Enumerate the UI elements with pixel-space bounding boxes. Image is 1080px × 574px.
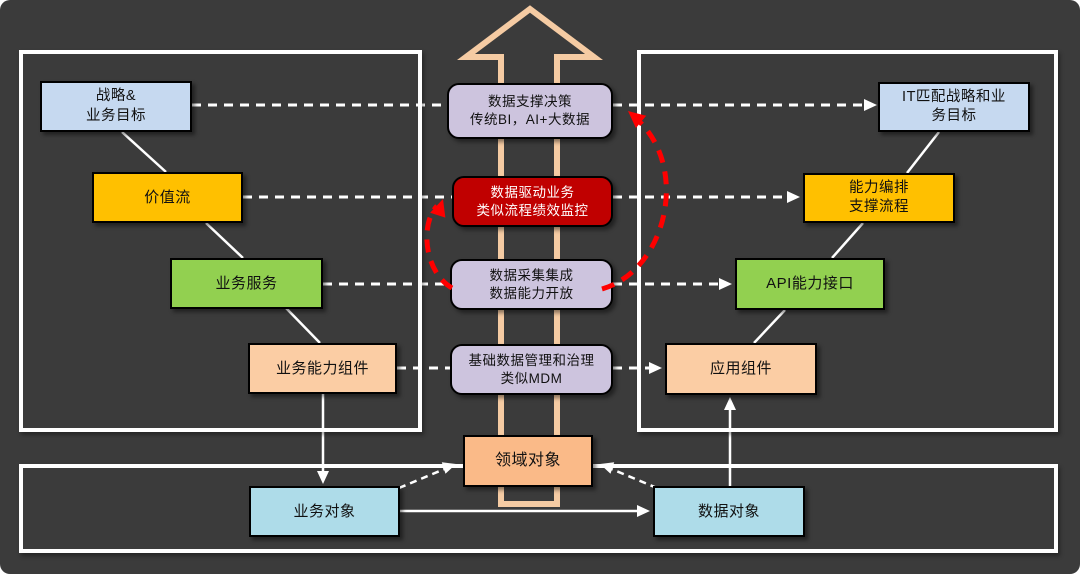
box-label: 业务能力组件 <box>275 359 369 377</box>
box-label: 类似流程绩效监控 <box>476 202 589 218</box>
box-label: 数据支撑决策 <box>488 94 572 110</box>
box-label: 应用组件 <box>709 360 772 378</box>
box-domain-object: 领域对象 <box>463 435 593 487</box>
business-architecture-panel <box>19 50 422 432</box>
box-data-decision: 数据支撑决策 传统BI，AI+大数据 <box>447 83 613 139</box>
box-label: 数据驱动业务 <box>490 184 575 200</box>
box-business-object: 业务对象 <box>249 486 400 537</box>
box-label: 能力编排 <box>849 179 909 196</box>
box-label: API能力接口 <box>766 275 854 293</box>
box-label: 战略& <box>95 88 137 105</box>
box-label: IT匹配战略和业 <box>902 88 1006 105</box>
box-label: 领域对象 <box>494 452 561 470</box>
box-business-capability: 业务能力组件 <box>248 343 397 394</box>
box-app-component: 应用组件 <box>665 343 817 395</box>
box-api-capability: API能力接口 <box>735 258 885 310</box>
box-data-collection: 数据采集集成 数据能力开放 <box>450 259 613 310</box>
box-label: 业务服务 <box>215 274 278 292</box>
box-label: 业务目标 <box>86 107 146 124</box>
box-label: 数据采集集成 <box>489 267 574 283</box>
box-strategy-goals: 战略& 业务目标 <box>40 81 192 132</box>
box-it-match: IT匹配战略和业 务目标 <box>878 82 1030 132</box>
box-data-object: 数据对象 <box>653 486 805 537</box>
box-label: 基础数据管理和治理 <box>468 352 595 368</box>
box-label: 务目标 <box>931 108 977 124</box>
box-label: 数据能力开放 <box>489 285 574 301</box>
box-label: 价值流 <box>144 188 191 206</box>
box-label: 支撑流程 <box>849 199 909 215</box>
box-label: 传统BI，AI+大数据 <box>470 112 590 127</box>
box-label: 数据对象 <box>697 502 760 520</box>
box-data-driven: 数据驱动业务 类似流程绩效监控 <box>452 176 613 227</box>
box-master-data: 基础数据管理和治理 类似MDM <box>450 344 613 395</box>
box-label: 类似MDM <box>500 370 563 386</box>
box-value-stream: 价值流 <box>92 172 243 223</box>
box-business-service: 业务服务 <box>170 258 323 309</box>
box-capability-orchestration: 能力编排 支撑流程 <box>803 173 955 223</box>
box-label: 业务对象 <box>293 502 356 520</box>
